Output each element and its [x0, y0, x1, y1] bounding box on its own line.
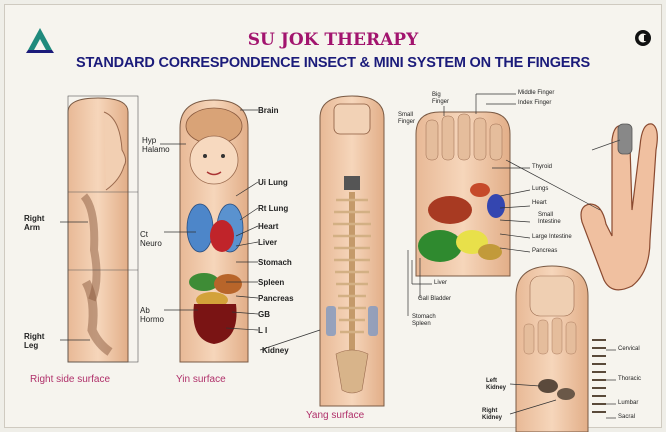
label-ct-neuro: Ct Neuro [140, 230, 162, 248]
label-rt-lung: Rt Lung [258, 204, 288, 213]
label-small-finger: Small Finger [398, 112, 415, 126]
label-ab-hormo: Ab Hormo [140, 306, 164, 324]
label-index-finger: Index Finger [518, 100, 551, 107]
label-heart: Heart [258, 222, 278, 231]
finger-yin [180, 100, 248, 362]
label-middle-finger: Middle Finger [518, 90, 554, 97]
label-big-finger: Big Finger [432, 92, 449, 106]
label-brain: Brain [258, 106, 278, 115]
label-pancreas: Pancreas [258, 294, 294, 303]
label-left-kidney: Left Kidney [486, 378, 506, 392]
finger-yang [320, 96, 384, 406]
label-cervical: Cervical [618, 346, 640, 353]
label-liver-palm: Liver [434, 280, 447, 287]
label-stomach: Stomach [258, 258, 292, 267]
caption-yang-surface: Yang surface [306, 410, 364, 421]
label-lumbar: Lumbar [618, 400, 638, 407]
finger-right-side [68, 96, 138, 362]
label-thyroid: Thyroid [532, 164, 552, 171]
label-gb: GB [258, 310, 270, 319]
label-stomach-spleen: Stomach Spleen [412, 314, 436, 328]
label-heart-palm: Heart [532, 200, 547, 207]
label-small-intestine: Small Intestine [538, 212, 561, 226]
label-pancreas-palm: Pancreas [532, 248, 557, 255]
label-gall-bladder: Gall Bladder [418, 296, 451, 303]
label-thoracic: Thoracic [618, 376, 641, 383]
label-right-leg: Right Leg [24, 332, 44, 350]
label-liver: Liver [258, 238, 277, 247]
label-kidney: Kidney [262, 346, 289, 355]
caption-right-side-surface: Right side surface [30, 374, 110, 385]
finger-spine-detail [516, 266, 606, 432]
label-lungs: Lungs [532, 186, 548, 193]
label-large-intestine: Large Intestine [532, 234, 572, 241]
palm-insect-system [416, 112, 510, 276]
poster-subtitle: STANDARD CORRESPONDENCE INSECT & MINI SY… [8, 55, 658, 71]
label-right-kidney: Right Kidney [482, 408, 502, 422]
hand-drawing [581, 124, 657, 290]
label-hypothalamus: Hyp Halamo [142, 136, 170, 154]
label-spleen: Spleen [258, 278, 284, 287]
poster-title: SU JOK THERAPY [0, 30, 666, 50]
label-right-arm: Right Arm [24, 214, 44, 232]
label-ui-lung: Ui Lung [258, 178, 288, 187]
caption-yin-surface: Yin surface [176, 374, 226, 385]
label-li: L I [258, 326, 267, 335]
label-sacral: Sacral [618, 414, 635, 421]
